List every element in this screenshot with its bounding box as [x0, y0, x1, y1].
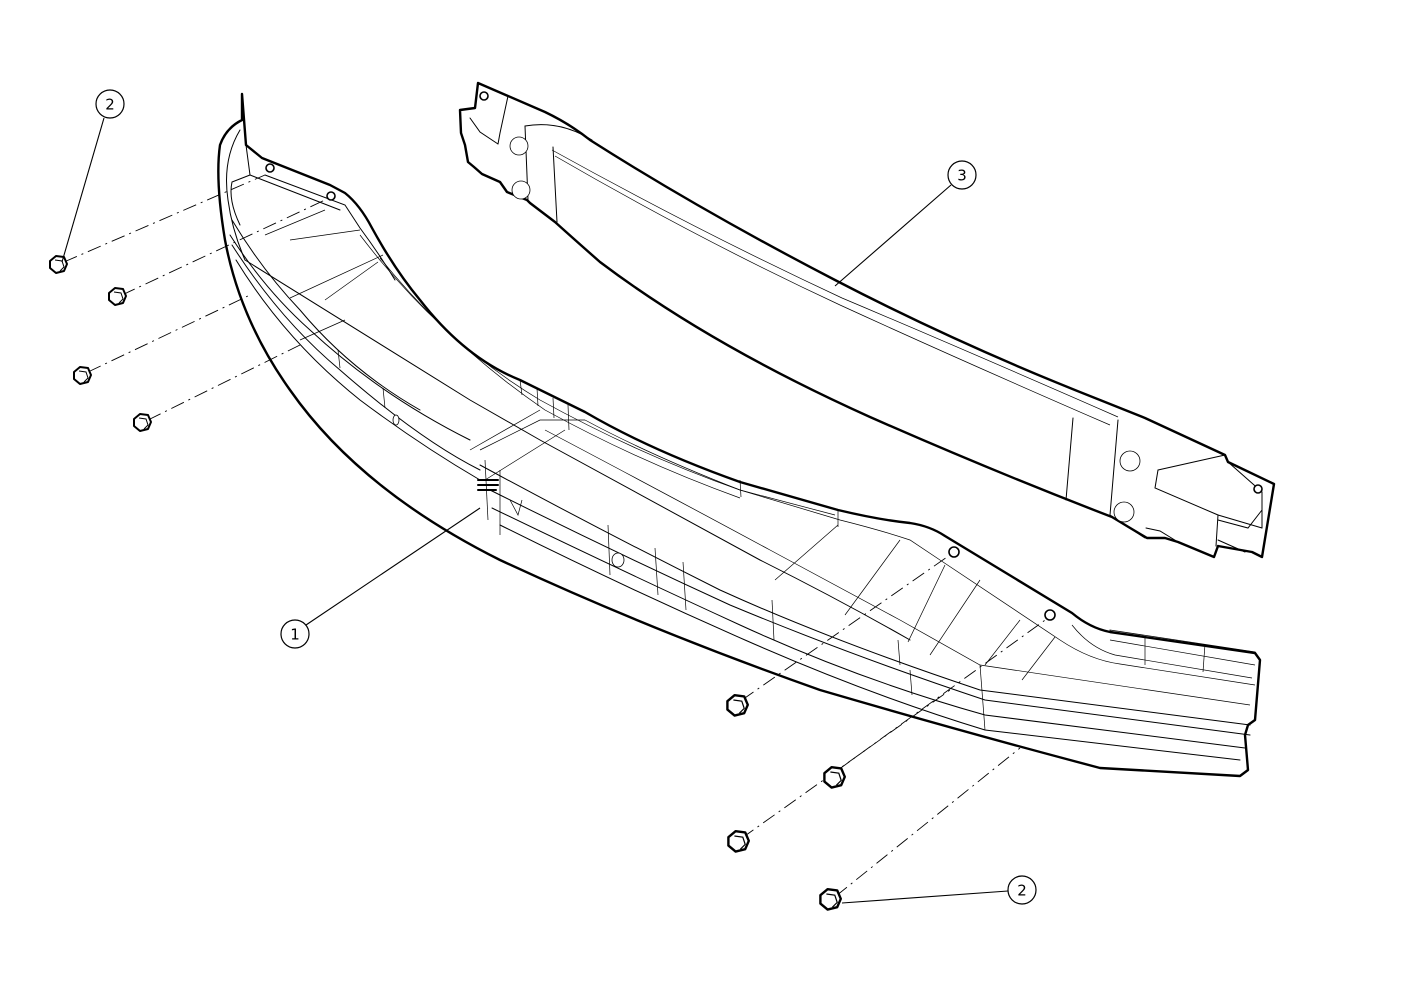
callout-nut-upper: 2 — [61, 89, 125, 263]
callout-reinforcement: 3 — [834, 160, 977, 287]
nut-6 — [823, 765, 847, 789]
nut-5 — [726, 693, 750, 717]
nut-7 — [727, 829, 751, 853]
reinforcement-bar — [458, 81, 1276, 559]
callout-nut-lower: 2 — [841, 875, 1037, 905]
nut-8 — [819, 887, 843, 911]
nut-3 — [73, 366, 92, 385]
nut-4 — [133, 413, 152, 432]
nut-1 — [49, 255, 68, 274]
callout-label-bumper-beam: 1 — [290, 626, 300, 644]
nut-2 — [108, 287, 127, 306]
callout-label-nut-lower: 2 — [1017, 882, 1027, 900]
bumper-beam — [217, 92, 1262, 778]
callout-label-nut-upper: 2 — [105, 96, 115, 114]
assembly-lines — [63, 174, 1049, 897]
callout-label-reinforcement: 3 — [957, 167, 967, 185]
callout-bumper-beam: 1 — [280, 507, 481, 649]
